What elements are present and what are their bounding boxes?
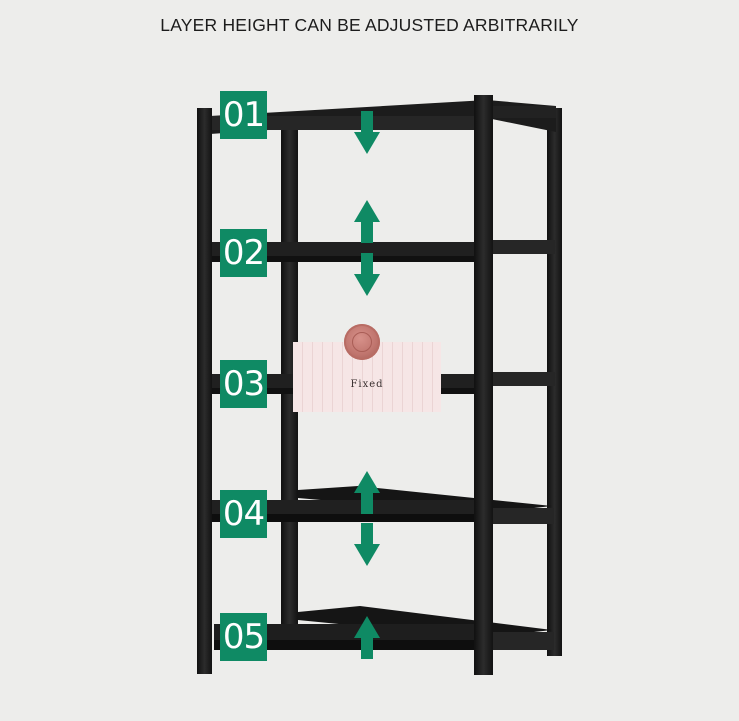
shelf-5: [214, 606, 554, 650]
front-right-post: [474, 95, 493, 675]
arrow-up-shelf-5: [354, 616, 380, 659]
shelf-1: [210, 100, 556, 134]
page-title: LAYER HEIGHT CAN BE ADJUSTED ARBITRARILY: [160, 15, 579, 35]
arrow-up-shelf-2: [354, 200, 380, 243]
arrow-down-shelf-4: [354, 523, 380, 566]
front-left-post: [197, 108, 212, 674]
fixed-label-text: Fixed: [350, 379, 384, 390]
seal-icon: [344, 324, 380, 360]
arrow-down-shelf-1: [354, 111, 380, 154]
layer-badge-04: 04: [220, 490, 267, 538]
layer-badge-03: 03: [220, 360, 267, 408]
shelf-2: [212, 240, 555, 262]
layer-badge-02: 02: [220, 229, 267, 277]
layer-badge-01: 01: [220, 91, 267, 139]
layer-badge-05: 05: [220, 613, 267, 661]
arrow-up-shelf-4: [354, 471, 380, 514]
arrow-down-shelf-2: [354, 253, 380, 296]
